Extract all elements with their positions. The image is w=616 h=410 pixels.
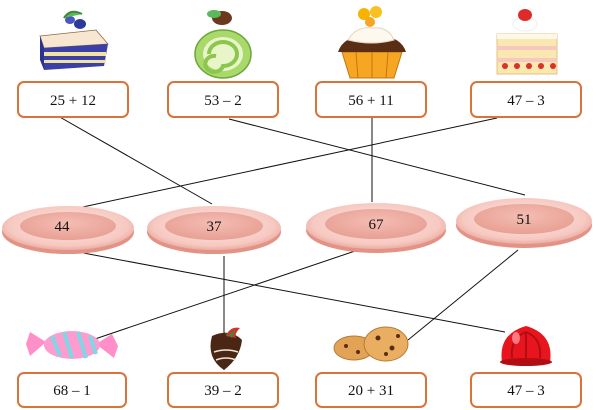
chocolate-strawberry-icon — [210, 327, 242, 370]
plate-2-label: 37 — [207, 219, 223, 235]
bottom-expression-boxes: 68 – 1 39 – 2 20 + 31 47 – 3 — [17, 372, 582, 408]
orange-cupcake-icon — [338, 6, 406, 79]
strawberry-layer-cake-icon — [496, 9, 558, 75]
bottom-box-4-label: 47 – 3 — [507, 383, 545, 399]
red-jelly-icon — [500, 326, 552, 366]
plate-2: 37 — [147, 206, 281, 254]
plate-1: 44 — [2, 206, 134, 254]
plate-3: 67 — [306, 203, 446, 253]
bottom-box-3-label: 20 + 31 — [348, 383, 394, 399]
top-box-2-label: 53 – 2 — [204, 93, 242, 109]
top-expression-boxes: 25 + 12 53 – 2 56 + 11 47 – 3 — [17, 81, 582, 118]
line-67-to-68minus1 — [91, 249, 359, 341]
line-25plus12-to-37 — [57, 115, 213, 205]
bottom-box-1-label: 68 – 1 — [53, 383, 91, 399]
plate-3-label: 67 — [369, 217, 385, 233]
plates: 44 37 67 51 — [2, 198, 592, 254]
line-44-to-jelly — [77, 251, 506, 333]
top-box-3 — [315, 81, 427, 118]
top-box-2 — [167, 81, 279, 118]
bottom-box-1 — [17, 372, 127, 408]
plate-4-label: 51 — [517, 212, 532, 228]
wrapped-candy-icon — [26, 331, 118, 359]
blueberry-cake-slice-icon — [39, 10, 109, 70]
bottom-box-4 — [470, 372, 582, 408]
top-box-4-label: 47 – 3 — [507, 93, 545, 109]
bottom-box-3 — [315, 372, 427, 408]
top-box-1-label: 25 + 12 — [50, 93, 96, 109]
line-47minus3-to-44 — [77, 117, 498, 209]
green-swiss-roll-icon — [194, 10, 252, 79]
line-53minus2-to-51 — [228, 118, 526, 196]
bottom-box-2 — [167, 372, 279, 408]
connection-lines — [57, 115, 526, 370]
cookies-icon — [333, 326, 409, 362]
plate-4: 51 — [456, 198, 592, 248]
top-box-1 — [17, 81, 129, 118]
top-box-3-label: 56 + 11 — [348, 93, 393, 109]
top-box-4 — [470, 81, 582, 118]
bottom-box-2-label: 39 – 2 — [204, 383, 242, 399]
plate-1-label: 44 — [55, 219, 71, 235]
line-51-to-20plus31 — [407, 249, 519, 341]
